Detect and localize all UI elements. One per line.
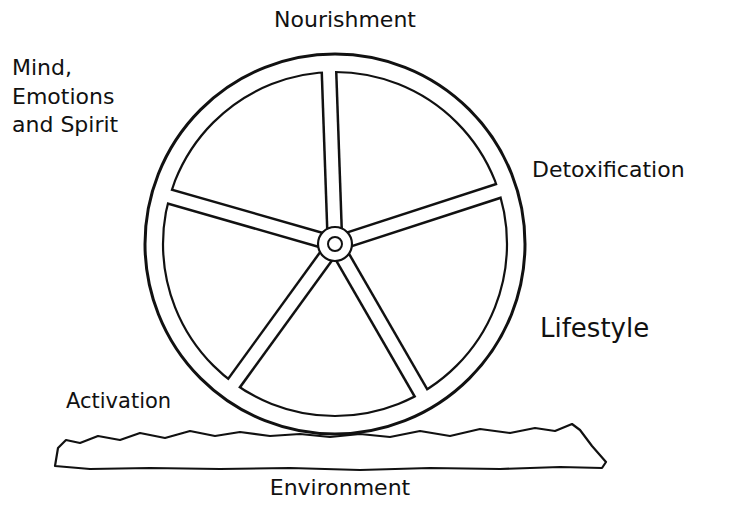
right-label: Detoxification <box>532 156 685 185</box>
right-label: Lifestyle <box>540 312 649 346</box>
ground-label: Activation <box>66 388 171 415</box>
spokes-fill <box>167 69 502 396</box>
top-label: Nourishment <box>274 6 416 35</box>
wheel-axle <box>328 237 342 251</box>
wheel-hub <box>318 227 352 261</box>
left-label: Mind, Emotions and Spirit <box>12 54 124 140</box>
wheel <box>145 54 525 434</box>
wheel-rim-outer <box>145 54 525 434</box>
ground-label: Environment <box>270 474 410 503</box>
